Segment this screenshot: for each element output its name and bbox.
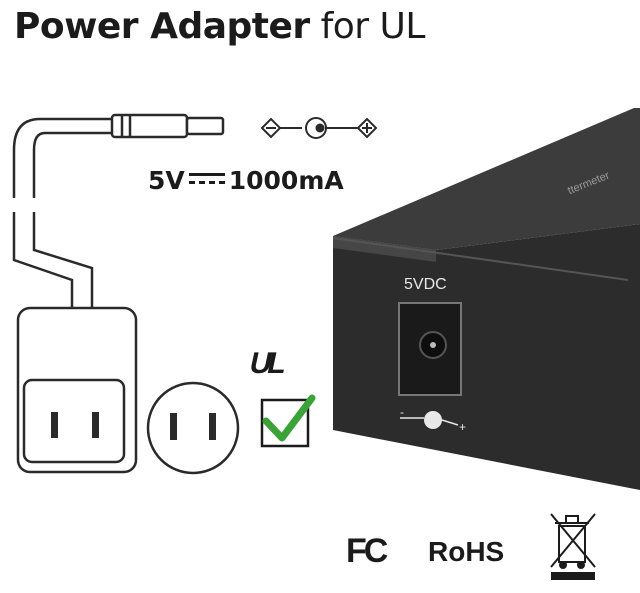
polarity-icon — [260, 117, 378, 139]
port-label: 5VDC — [404, 276, 447, 293]
fc-logo-icon: FC — [346, 532, 388, 570]
weee-bin-icon — [550, 513, 596, 580]
power-spec: 5V 1000mA — [148, 166, 344, 195]
spec-voltage: 5V — [148, 166, 185, 195]
switch-device: + - — [332, 108, 640, 490]
dc-symbol-icon — [188, 172, 225, 186]
device-polarity-icon: + - — [400, 405, 466, 434]
us-outlet-icon — [146, 381, 240, 475]
wall-adapter-icon — [16, 306, 138, 474]
svg-text:+: + — [459, 420, 466, 434]
rohs-label: RoHS — [428, 536, 505, 567]
dc-jack — [398, 302, 462, 396]
dc-plug-icon — [12, 113, 225, 308]
page-title: Power Adapter for UL — [14, 6, 425, 47]
spec-current: 1000mA — [228, 166, 344, 195]
title-rest: for UL — [320, 6, 426, 47]
title-bold: Power Adapter — [14, 6, 310, 47]
svg-text:-: - — [400, 405, 404, 419]
checkmark-icon — [260, 394, 316, 448]
